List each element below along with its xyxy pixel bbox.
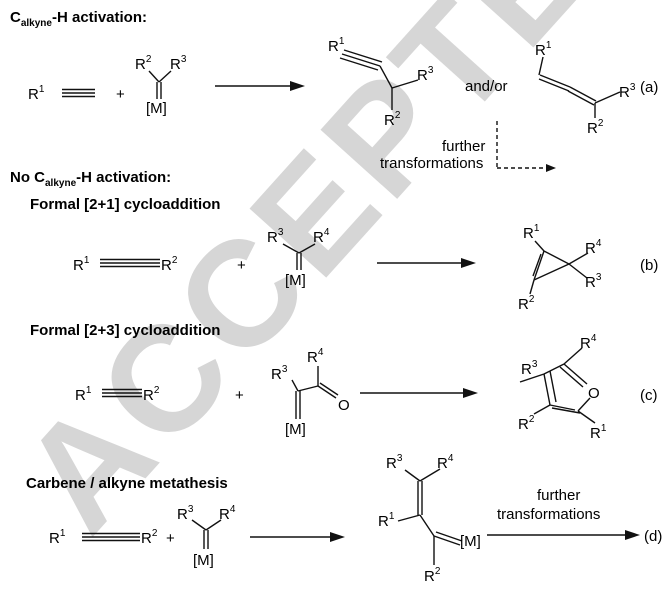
r4-label: R4 xyxy=(219,504,236,523)
header-no-activation: No Calkyne-H activation: xyxy=(10,169,171,189)
plus-sign: + xyxy=(235,387,244,404)
r3-label: R3 xyxy=(170,54,187,73)
r4-label: R4 xyxy=(307,347,324,366)
r3-label: R3 xyxy=(521,359,538,378)
title-formal-2-1: Formal [2+1] cycloaddition xyxy=(30,196,220,213)
r2-label: R2 xyxy=(143,385,160,404)
reaction-label-d: (d) xyxy=(644,528,662,545)
r1-label: R1 xyxy=(590,423,607,442)
r4-label: R4 xyxy=(313,227,330,246)
r2-label: R2 xyxy=(518,414,535,433)
r2-label: R2 xyxy=(587,118,604,137)
labels-d: R1 R2 + R3 R4 [M] R3 R4 R1 [M] R2 furthe… xyxy=(49,453,662,585)
reaction-label-b: (b) xyxy=(640,257,658,274)
transformations-text: transformations xyxy=(497,506,600,523)
arrowhead-b xyxy=(461,258,476,268)
arrowhead-c xyxy=(463,388,478,398)
arrowhead-d2 xyxy=(625,530,640,540)
r4-label: R4 xyxy=(585,238,602,257)
r1-label: R1 xyxy=(523,223,540,242)
r2-label: R2 xyxy=(135,54,152,73)
and-or-text: and/or xyxy=(465,78,508,95)
r3-label: R3 xyxy=(585,272,602,291)
r2-label: R2 xyxy=(384,110,401,129)
plus-sign: + xyxy=(166,530,175,547)
title-formal-2-3: Formal [2+3] cycloaddition xyxy=(30,322,220,339)
r1-label: R1 xyxy=(328,36,345,55)
r1-label: R1 xyxy=(28,84,45,103)
header-alkyne-activation: Calkyne-H activation: xyxy=(10,9,147,29)
oxygen-label: O xyxy=(338,397,350,414)
r1-label: R1 xyxy=(378,511,395,530)
transformations-text: transformations xyxy=(380,155,483,172)
reaction-label-c: (c) xyxy=(640,387,658,404)
metal-label: [M] xyxy=(146,100,167,117)
metal-label: [M] xyxy=(193,552,214,569)
metal-label: [M] xyxy=(460,533,481,550)
r3-label: R3 xyxy=(267,227,284,246)
labels-c: R1 R2 + R3 R4 O [M] R4 R3 O R2 R1 (c) xyxy=(75,333,658,442)
r3-label: R3 xyxy=(417,65,434,84)
r2-label: R2 xyxy=(424,566,441,585)
labels-b: R1 R2 + R3 R4 [M] R1 R4 R3 R2 (b) xyxy=(73,223,658,313)
r1-label: R1 xyxy=(73,255,90,274)
arrowhead-a-further xyxy=(546,164,556,172)
further-text: further xyxy=(442,138,485,155)
plus-sign: + xyxy=(116,86,125,103)
metal-label: [M] xyxy=(285,421,306,438)
r1-label: R1 xyxy=(535,40,552,59)
plus-sign: + xyxy=(237,257,246,274)
arrowhead-d1 xyxy=(330,532,345,542)
r2-label: R2 xyxy=(161,255,178,274)
arrowheads xyxy=(290,81,640,542)
r2-label: R2 xyxy=(141,528,158,547)
r3-label: R3 xyxy=(619,82,636,101)
r3-label: R3 xyxy=(177,504,194,523)
arrowhead-a xyxy=(290,81,305,91)
labels-a: R1 + R2 R3 [M] R1 R3 R2 and/or R1 R3 R2 … xyxy=(28,36,658,172)
metal-label: [M] xyxy=(285,272,306,289)
r1-label: R1 xyxy=(75,385,92,404)
r3-label: R3 xyxy=(386,453,403,472)
r4-label: R4 xyxy=(580,333,597,352)
reaction-label-a: (a) xyxy=(640,79,658,96)
oxygen-label: O xyxy=(588,385,600,402)
further-text: further xyxy=(537,487,580,504)
r2-label: R2 xyxy=(518,294,535,313)
r1-label: R1 xyxy=(49,528,66,547)
bond-lines xyxy=(62,49,631,565)
r4-label: R4 xyxy=(437,453,454,472)
title-metathesis: Carbene / alkyne metathesis xyxy=(26,475,228,492)
r3-label: R3 xyxy=(271,364,288,383)
